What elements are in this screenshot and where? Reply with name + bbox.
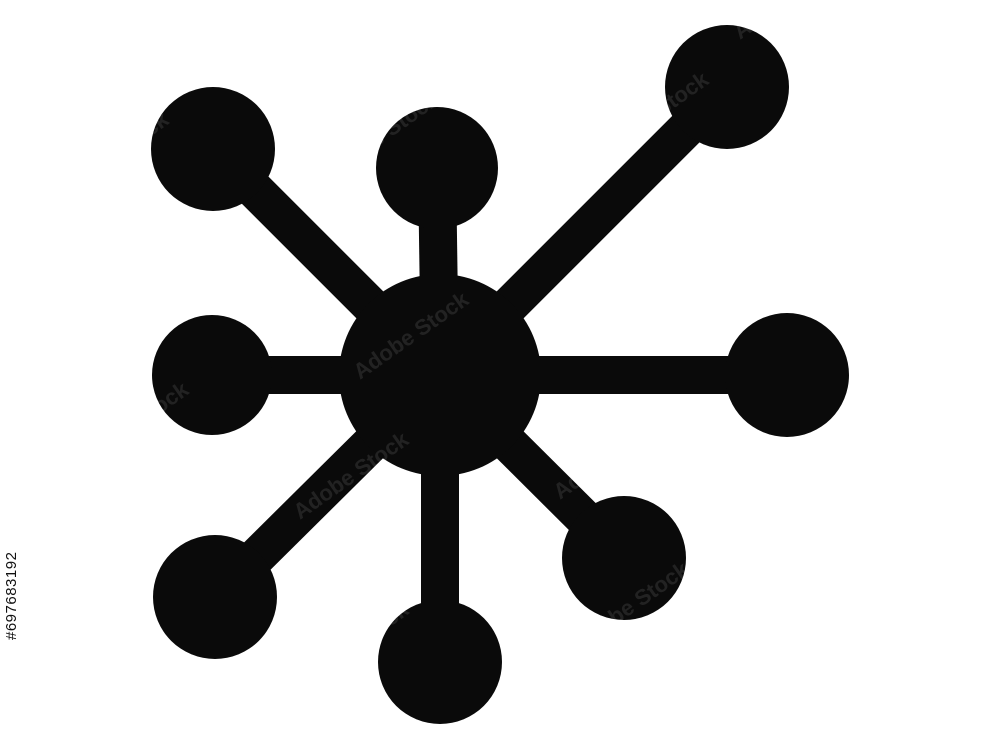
node-bottom-right	[562, 496, 686, 620]
node-top	[376, 107, 498, 229]
node-left	[152, 315, 272, 435]
node-top-left	[151, 87, 275, 211]
watermark-text: Adobe Stock	[249, 0, 374, 44]
watermark-text: Adobe Stock	[489, 0, 614, 34]
node-right	[725, 313, 849, 437]
watermark-text: Adobe Stock	[809, 526, 934, 624]
watermark-text: Adobe Stock	[849, 206, 974, 304]
stock-id-label: #697683192	[3, 551, 20, 640]
watermark-text: Adobe Stock	[69, 376, 194, 474]
hub-center-node	[339, 274, 541, 476]
watermark-text: Adobe Stock	[29, 0, 154, 64]
node-bottom-left	[153, 535, 277, 659]
watermark-text: Adobe Stock	[549, 406, 674, 504]
watermark-text: Adobe Stock	[609, 216, 734, 314]
node-bottom	[378, 600, 502, 724]
node-top-right	[665, 25, 789, 149]
watermark-text: Adobe Stock	[829, 56, 954, 154]
watermark-text: Adobe Stock	[29, 236, 154, 334]
watermark-text: Adobe Stock	[729, 0, 854, 44]
